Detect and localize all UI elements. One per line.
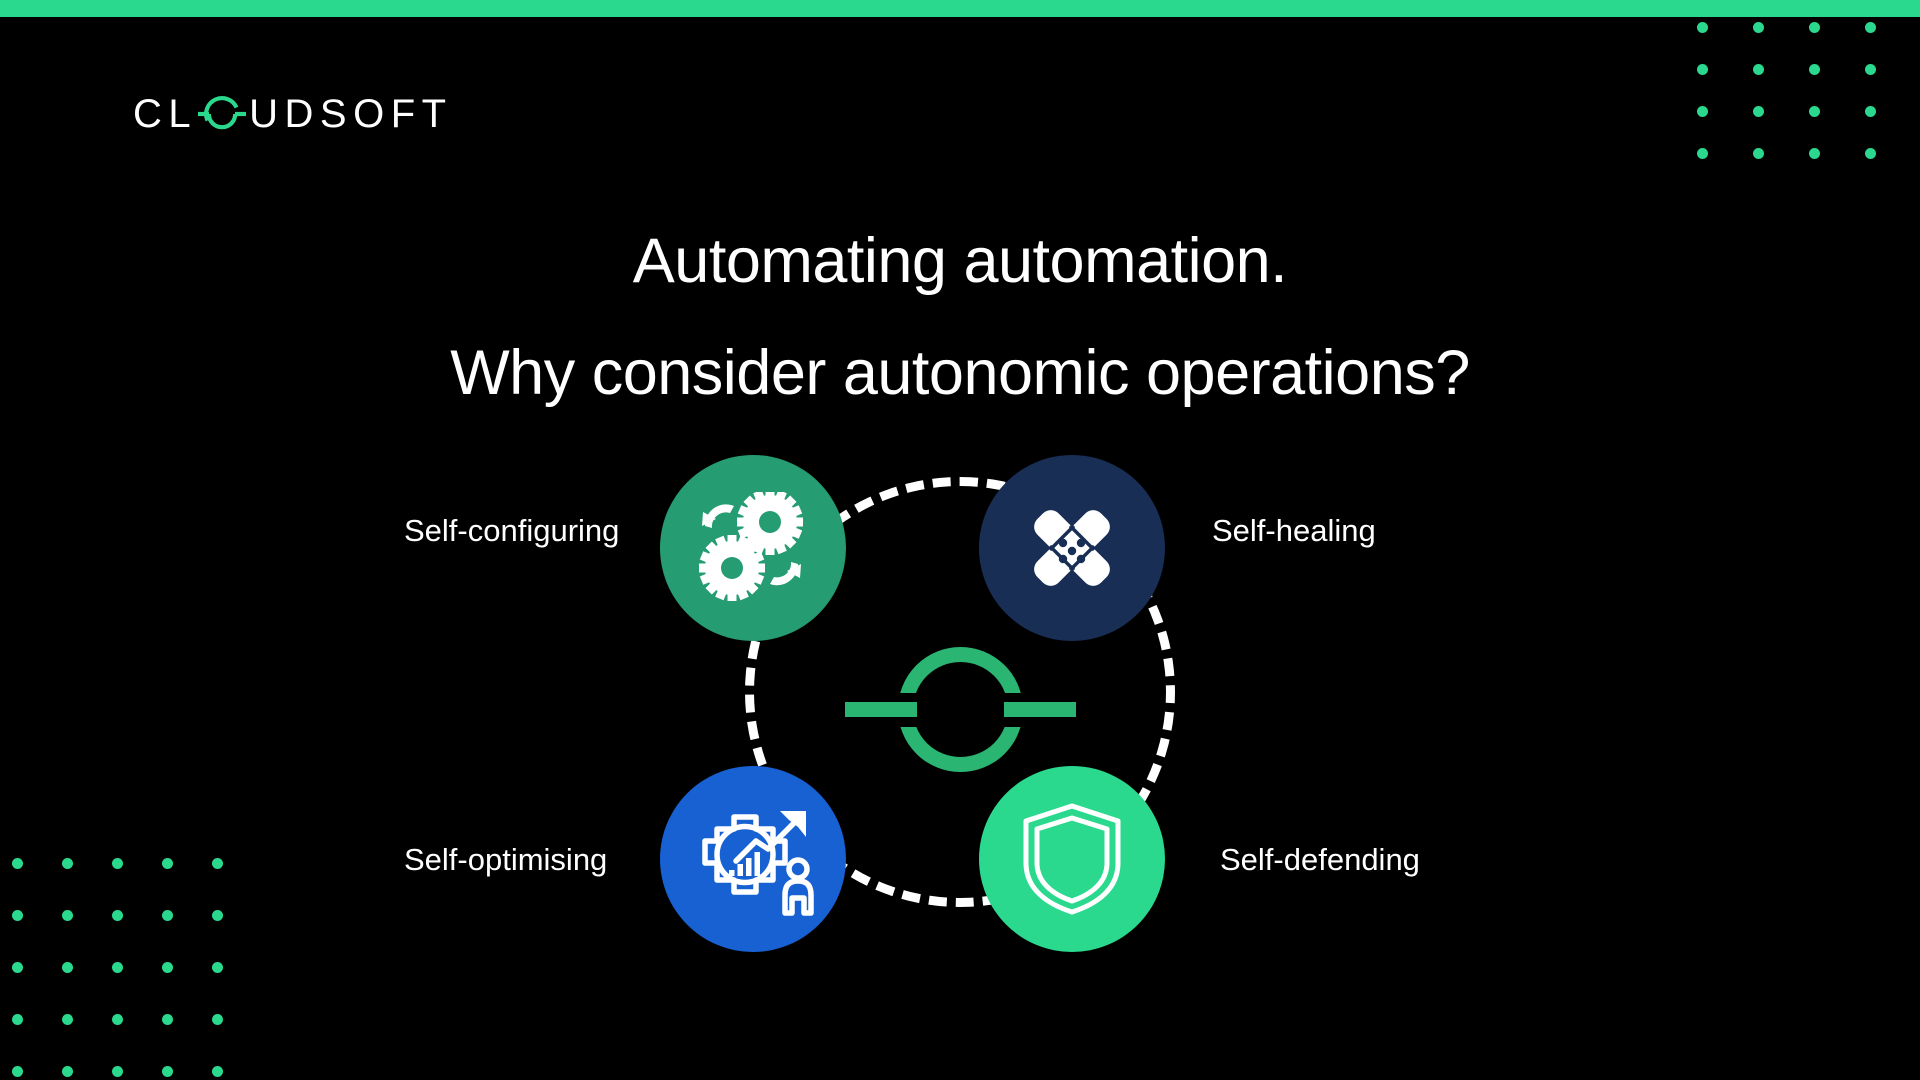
decorative-dot [12, 858, 23, 869]
node-label-self-healing: Self-healing [1212, 513, 1376, 548]
decorative-dot [1809, 22, 1820, 33]
decorative-dot [1865, 64, 1876, 75]
shield-icon [1021, 801, 1123, 917]
decorative-dot [62, 962, 73, 973]
decorative-dot [162, 962, 173, 973]
decorative-dot [1809, 148, 1820, 159]
decorative-dot [162, 858, 173, 869]
decorative-dot [62, 1066, 73, 1077]
decorative-dot [12, 910, 23, 921]
decorative-dot [1865, 106, 1876, 117]
diagram-node-self-optimising [660, 766, 846, 952]
decorative-dot-grid-top-right [1697, 22, 1920, 190]
heading-line-1: Automating automation. [632, 226, 1288, 296]
decorative-dot [62, 1014, 73, 1025]
node-label-self-defending: Self-defending [1220, 842, 1420, 877]
decorative-dot [1809, 106, 1820, 117]
decorative-dot [112, 910, 123, 921]
decorative-dot [1697, 64, 1708, 75]
decorative-dot [162, 910, 173, 921]
decorative-dot-grid-bottom-left [12, 858, 262, 1080]
decorative-dot [12, 1066, 23, 1077]
decorative-dot [1753, 148, 1764, 159]
cloudsoft-ring-icon [198, 92, 247, 136]
decorative-dot [1697, 106, 1708, 117]
node-label-self-optimising: Self-optimising [404, 842, 608, 877]
diagram-node-self-defending [979, 766, 1165, 952]
decorative-dot [1753, 64, 1764, 75]
decorative-dot [212, 910, 223, 921]
diagram-node-self-healing [979, 455, 1165, 641]
decorative-dot [212, 962, 223, 973]
heading-line-2: Why consider autonomic operations? [450, 338, 1470, 408]
gears-refresh-icon [694, 492, 812, 604]
decorative-dot [112, 1066, 123, 1077]
diagram-center-cloudsoft-ring-icon [839, 627, 1082, 792]
heading-block: Automating automation. Why consider auto… [0, 205, 1920, 429]
decorative-dot [112, 1014, 123, 1025]
decorative-dot [1697, 22, 1708, 33]
decorative-dot [162, 1066, 173, 1077]
decorative-dot [212, 1014, 223, 1025]
decorative-dot [112, 858, 123, 869]
decorative-dot [1865, 148, 1876, 159]
logo-text-suffix: UDSOFT [249, 92, 453, 136]
decorative-dot [1697, 148, 1708, 159]
decorative-dot [212, 1066, 223, 1077]
decorative-dot [1809, 64, 1820, 75]
decorative-dot [62, 858, 73, 869]
decorative-dot [112, 962, 123, 973]
gear-chart-arrow-person-icon [688, 797, 818, 921]
decorative-dot [1753, 106, 1764, 117]
top-accent-bar [0, 0, 1920, 17]
crossed-bandages-icon [1017, 493, 1127, 603]
decorative-dot [212, 858, 223, 869]
decorative-dot [12, 962, 23, 973]
cloudsoft-logo: CL UDSOFT [133, 92, 453, 136]
diagram-node-self-configuring [660, 455, 846, 641]
decorative-dot [12, 1014, 23, 1025]
decorative-dot [162, 1014, 173, 1025]
node-label-self-configuring: Self-configuring [404, 513, 620, 548]
logo-text-prefix: CL [133, 92, 198, 136]
dashed-connector-ring [745, 477, 1175, 907]
decorative-dot [1865, 22, 1876, 33]
autonomic-operations-diagram [660, 455, 1260, 965]
decorative-dot [1753, 22, 1764, 33]
decorative-dot [62, 910, 73, 921]
